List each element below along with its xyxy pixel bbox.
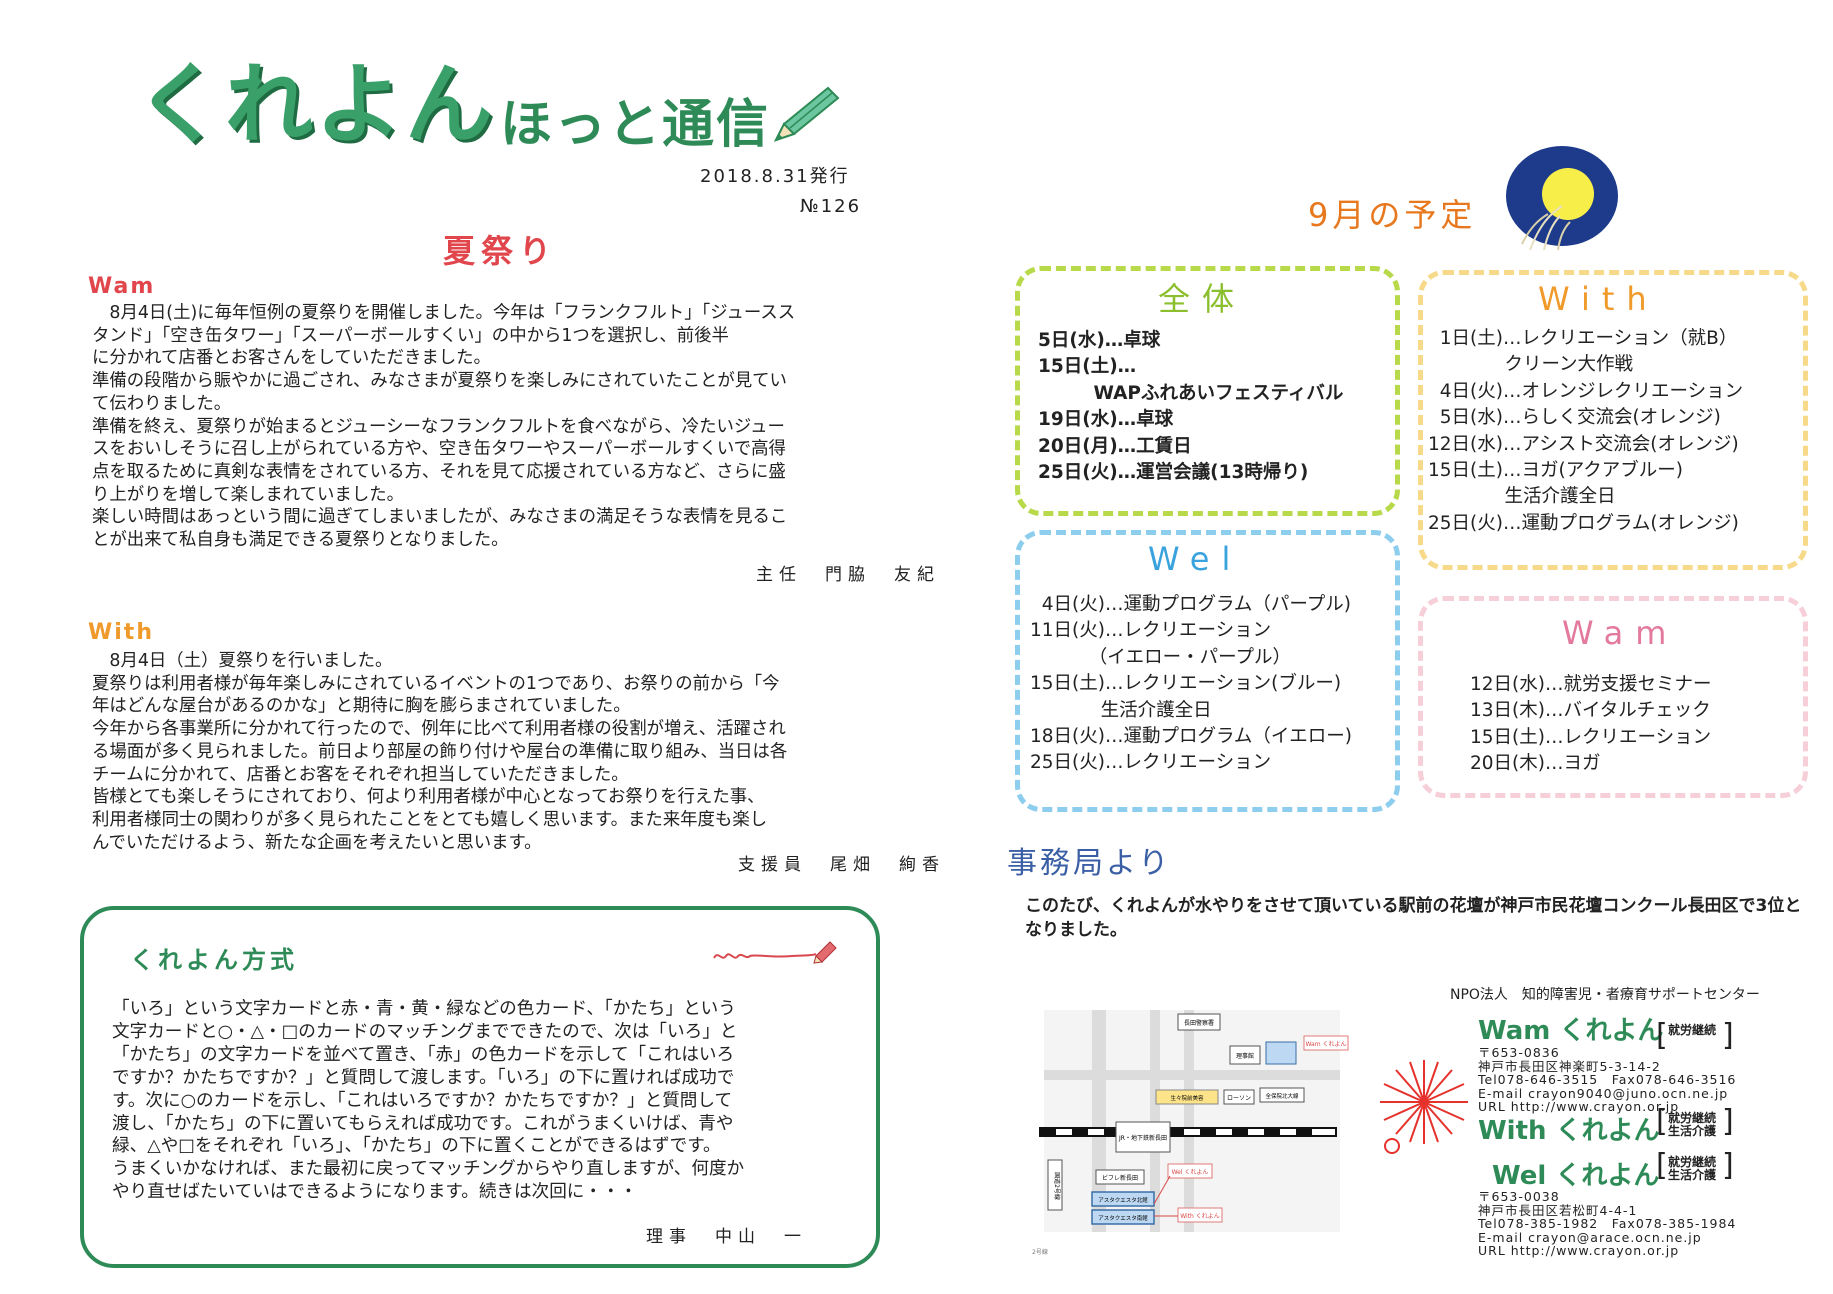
map-label-wam: Wam くれよん [1306,1041,1347,1048]
issue-date: 2018.8.31発行 [700,166,850,187]
map-label-lawson: ローソン [1227,1095,1251,1102]
wam-brand-name: Wam くれよん [1478,1016,1664,1046]
map-label-asta-north: アスタクエスタ北館 [1098,1196,1148,1204]
schedule-box-wam [1418,596,1808,798]
bracket-open: [ [1656,1104,1668,1139]
newsletter-logo: くれよん [135,55,495,160]
with-section-label: With [88,620,154,645]
map-label-road-north: 全保院北大線 [1265,1092,1299,1100]
organization-name: NPO法人 知的障害児・者療育サポートセンター [1450,987,1760,1003]
schedule-events-all: 5日(水)…卓球 15日(土)… WAPふれあいフェスティバル 19日(水)…卓… [1038,330,1344,484]
bracket-close: ] [1722,1148,1734,1183]
pen-scribble-icon [713,941,837,964]
wel-service-type: 就労継続 生活介護 [1668,1155,1717,1182]
with-report-signature: 支援員 尾畑 絢香 [738,855,945,875]
schedule-heading-wel: Wel [1148,540,1243,578]
method-column-title: くれよん方式 [130,946,298,974]
map-label-route2: 国道2号線 [1053,1172,1061,1200]
schedule-box-with [1418,270,1808,570]
pencil-icon [774,86,840,142]
schedule-heading-with: With [1538,280,1659,318]
wam-service-type: 就労継続 [1668,1023,1717,1037]
schedule-events-wam: 12日(水)…就労支援セミナー 13日(木)…バイタルチェック 15日(土)…レ… [1470,674,1712,775]
office-news-title: 事務局より [1007,846,1172,881]
office-news-text: このたび、くれよんが水やりをさせて頂いている駅前の花壇が神戸市民花壇コンクール長… [1025,896,1802,940]
schedule-box-all [1015,266,1400,516]
method-column-signature: 理事 中山 一 [646,1227,807,1247]
map-label-police: 長田警察署 [1184,1019,1214,1027]
wam-contact-info: 〒653-0836 神戸市長田区神楽町5-3-14-2 Tel078-646-3… [1478,1045,1737,1115]
wel-brand-name: Wel くれよん [1492,1161,1660,1191]
schedule-heading-all: 全体 [1158,280,1247,318]
bracket-open: [ [1656,1018,1668,1053]
bracket-close: ] [1722,1018,1734,1053]
method-column-frame [80,906,880,1268]
map-label-station: JR・地下鉄新長田 [1118,1134,1167,1142]
map-label-hall: 理事館 [1236,1052,1254,1060]
schedule-events-with: 1日(土)…レクリエーション（就B） クリーン大作戦 4日(火)…オレンジレクリ… [1428,328,1744,534]
wam-report-text: 8月4日(土)に毎年恒例の夏祭りを開催しました。今年は「フランクフルト」「ジュー… [92,303,796,551]
logo-text: くれよん [135,53,496,156]
bracket-open: [ [1656,1148,1668,1183]
with-service-type: 就労継続 生活介護 [1668,1111,1717,1138]
map-label-with: With くれよん [1180,1213,1220,1220]
sunburst-icon [1380,1060,1468,1154]
bracket-close: ] [1722,1104,1734,1139]
full-moon-icon [1506,146,1618,251]
wam-section-label: Wam [88,274,156,299]
method-column-text: 「いろ」という文字カードと赤・青・黄・緑などの色カード、「かたち」という 文字カ… [112,999,745,1203]
map-label-wel: Wel くれよん [1172,1169,1209,1176]
with-report-text: 8月4日（土）夏祭りを行いました。 夏祭りは利用者様が毎年楽しみにされているイベ… [92,651,788,853]
access-map: 長田警察署 理事館 Wam くれよん 生々院前美容 ローソン 全保院北大線 JR… [1032,1010,1349,1256]
newsletter-subtitle: ほっと通信 [500,95,771,155]
wel-contact-info: 〒653-0038 神戸市長田区若松町4-4-1 Tel078-385-1982… [1478,1189,1737,1259]
article-title: 夏祭り [443,232,558,270]
schedule-heading-wam: Wam [1562,614,1679,652]
with-brand-name: With くれよん [1478,1116,1660,1146]
map-label-shop: 生々院前美容 [1170,1094,1204,1102]
map-label-asta-south: アスタクエスタ南館 [1098,1214,1148,1222]
schedule-box-wel [1015,530,1400,812]
schedule-events-wel: 4日(火)…運動プログラム（パープル) 11日(火)…レクリエーション （イエロ… [1030,594,1352,774]
wam-report-signature: 主任 門脇 友紀 [756,565,940,585]
map-footer-label: 2号線 [1032,1248,1048,1256]
schedule-title: 9月の予定 [1308,196,1477,234]
map-label-bifre: ビフレ新長田 [1102,1174,1138,1182]
issue-number: №126 [800,196,862,217]
